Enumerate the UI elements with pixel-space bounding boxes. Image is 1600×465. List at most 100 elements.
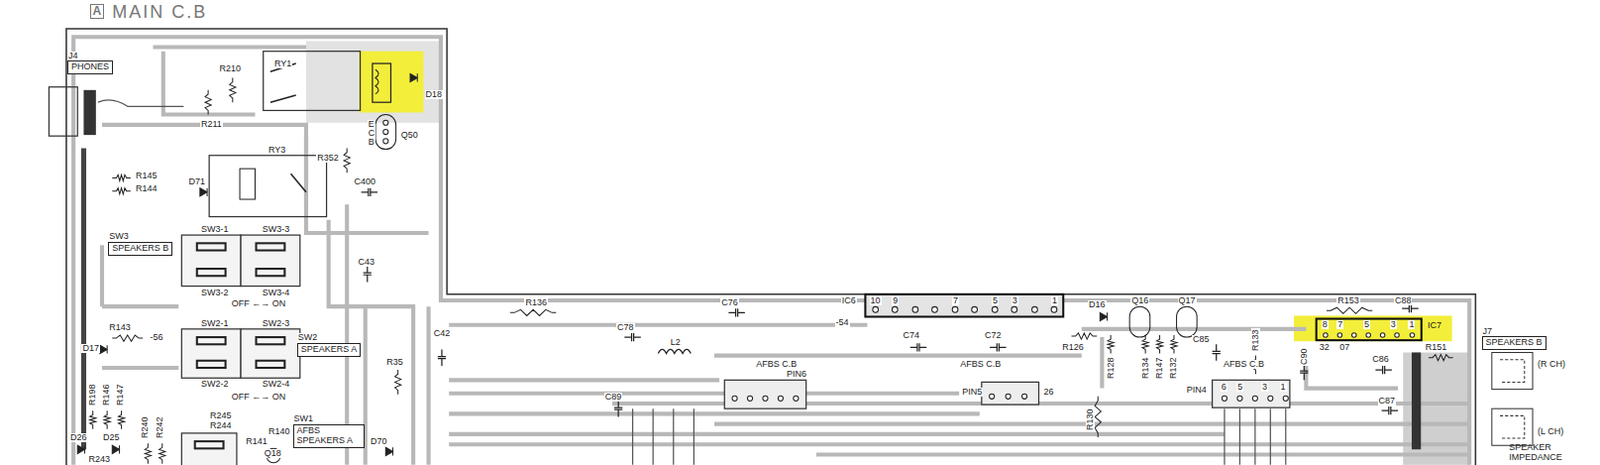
pcb-path <box>73 36 1470 465</box>
solder-pad <box>932 306 939 313</box>
part-label: SW3-3 <box>261 224 292 234</box>
diode-symbol <box>200 188 208 197</box>
part-ref: SW3 <box>107 231 130 242</box>
part-label: R144 <box>134 184 159 194</box>
part-label: R198 <box>88 382 98 407</box>
diode-symbol <box>111 444 119 453</box>
pcb-rect <box>1212 379 1290 408</box>
part-label: R134 <box>1141 356 1151 381</box>
pcb-rect <box>240 234 301 286</box>
pcb-g <box>77 73 1453 463</box>
resistor-symbol <box>104 410 110 429</box>
resistor-symbol <box>144 442 151 464</box>
solder-pad <box>1221 395 1227 401</box>
part-label: R240 <box>140 415 150 439</box>
part-label: SW2-3 <box>261 319 292 328</box>
label-box: J7SPEAKERS B <box>1482 326 1547 351</box>
part-label: C78 <box>616 322 636 332</box>
part-label: R151 <box>1424 342 1449 352</box>
part-label: SW2-4 <box>261 379 292 389</box>
part-label: SW2-2 <box>200 379 230 389</box>
part-label: C <box>367 128 377 138</box>
solder-pad <box>383 138 389 144</box>
pcb-g <box>181 234 300 465</box>
part-label: R242 <box>155 415 165 439</box>
capacitor-symbol <box>1212 343 1221 360</box>
capacitor-symbol <box>1299 363 1308 380</box>
part-label: SW2-1 <box>200 319 230 328</box>
part-label: RY1 <box>273 59 293 69</box>
part-label: 1 <box>1051 296 1059 306</box>
part-label: C90 <box>1299 346 1309 366</box>
solder-pad <box>762 395 768 401</box>
boxed-name: SPEAKERS B <box>107 241 173 256</box>
pcb-rect <box>981 381 1040 405</box>
resistor-symbol <box>1156 334 1163 354</box>
solder-pad <box>1282 395 1288 401</box>
pcb-rect <box>256 360 286 368</box>
label-box: SW3SPEAKERS B <box>107 231 173 256</box>
label-box: SW1AFBS SPEAKERS A <box>293 414 365 448</box>
pcb-rect <box>83 90 96 135</box>
pcb-rect <box>181 328 241 378</box>
solder-pad <box>912 306 919 313</box>
resistor-symbol <box>1326 307 1373 314</box>
part-label: 32 <box>1318 342 1331 352</box>
part-label: C42 <box>432 328 452 338</box>
part-label: PIN5 <box>960 387 983 397</box>
solder-pad <box>1005 393 1011 399</box>
solder-pad <box>1323 332 1329 338</box>
solder-pad <box>1011 306 1018 313</box>
part-label: -56 <box>148 332 164 342</box>
pcb-path <box>1499 359 1525 438</box>
pcb-path <box>291 173 307 193</box>
pcb-rect <box>1316 319 1422 341</box>
solder-pad <box>1394 332 1400 338</box>
part-label: Q50 <box>400 130 420 140</box>
solder-pad <box>991 306 998 313</box>
solder-pad <box>777 395 783 401</box>
part-label: C76 <box>720 298 740 308</box>
part-label: Q16 <box>1130 296 1150 306</box>
part-label: D26 <box>69 432 89 442</box>
solder-pad <box>1268 395 1274 401</box>
part-label: R245 <box>209 411 233 421</box>
part-label: R133 <box>1251 328 1261 353</box>
pcb-rect <box>197 360 226 368</box>
resistor-symbol <box>1094 396 1101 437</box>
pcb-rect <box>240 328 301 378</box>
part-label: C89 <box>604 392 624 402</box>
solder-pad <box>732 395 738 401</box>
pcb-path <box>1224 408 1286 465</box>
part-label: R143 <box>107 322 132 332</box>
pcb-g <box>73 36 1470 465</box>
pcb-path <box>102 124 307 205</box>
solder-pad <box>746 395 752 401</box>
capacitor-symbol <box>614 400 623 417</box>
part-label: R140 <box>267 426 292 436</box>
boxed-name: PHONES <box>67 60 113 75</box>
part-label: L2 <box>669 337 682 347</box>
part-label: R210 <box>217 64 242 74</box>
part-label: 8 <box>1321 320 1329 329</box>
pcb-g <box>195 242 286 448</box>
resistor-symbol <box>343 148 350 174</box>
solder-pad <box>891 306 898 313</box>
diode-symbol <box>410 73 418 82</box>
part-label: AFBS C.B <box>754 359 798 369</box>
capacitor-symbol <box>1401 304 1418 313</box>
pcb-rect <box>1492 352 1533 390</box>
part-label: D16 <box>1087 300 1107 310</box>
pcb-rect <box>197 242 226 250</box>
resistor-symbol <box>229 77 236 103</box>
pcb-g <box>724 379 1290 409</box>
part-label: C74 <box>902 330 922 340</box>
pcb-path <box>152 44 306 49</box>
capacitor-symbol <box>989 342 1006 351</box>
part-label: AFBS C.B <box>959 359 1002 369</box>
part-label: R136 <box>524 298 548 308</box>
part-label: (R CH) <box>1536 359 1567 369</box>
capacitor-symbol <box>363 265 372 282</box>
part-label: D71 <box>188 177 208 187</box>
part-label: OFF ←→ ON <box>230 392 288 402</box>
